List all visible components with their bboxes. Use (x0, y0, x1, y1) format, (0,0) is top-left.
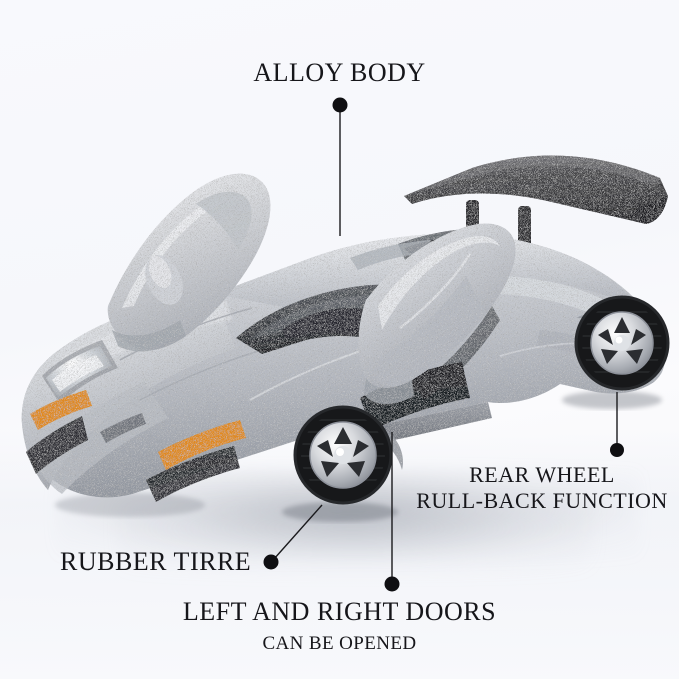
indicator-front-left (30, 390, 92, 430)
right-door-edge (364, 378, 414, 405)
rear-wheel-shadow (562, 391, 662, 409)
front-vent-right (146, 446, 240, 502)
left-door-edge (112, 320, 186, 352)
front-rim-spokes (317, 427, 369, 477)
front-vent-left (26, 416, 88, 474)
callout-rear-wheel-label: REAR WHEEL (469, 462, 615, 487)
left-door-open (107, 173, 271, 352)
callout-rear-wheel-label-line2: RULL-BACK FUNCTION (416, 487, 668, 513)
callout-doors-label: LEFT AND RIGHT DOORS (182, 597, 497, 626)
callout-alloy-body: ALLOY BODY (0, 58, 679, 89)
callout-rear-wheel: REAR WHEEL RULL-BACK FUNCTION (413, 462, 671, 514)
car-body-group (21, 155, 668, 502)
callout-rubber-tire-label: RUBBER TIRRE (60, 547, 252, 576)
callout-doors: LEFT AND RIGHT DOORS CAN BE OPENED (0, 597, 679, 655)
rear-rim-spokes (598, 317, 646, 364)
front-wheel-shadow (282, 502, 398, 522)
callout-doors-sublabel: CAN BE OPENED (262, 632, 417, 654)
callout-alloy-body-label: ALLOY BODY (253, 58, 426, 87)
nose-shadow (55, 493, 205, 517)
front-wheel (293, 405, 393, 505)
callout-rubber-tire: RUBBER TIRRE (60, 547, 251, 578)
indicator-front-right (158, 420, 246, 470)
rear-wheel (574, 295, 670, 391)
right-door-open (358, 223, 516, 405)
